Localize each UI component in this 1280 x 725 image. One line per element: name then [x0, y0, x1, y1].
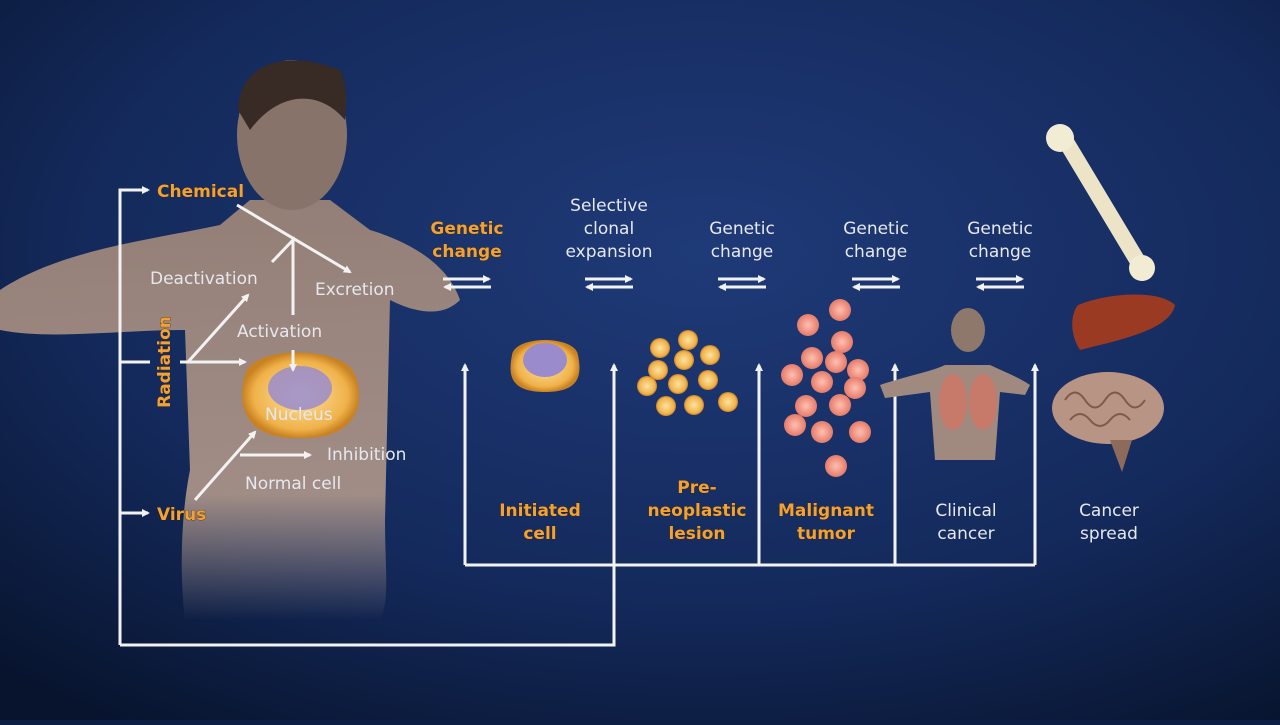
- stage-label-line: spread: [1080, 524, 1138, 544]
- transition-label-line: Genetic: [430, 219, 503, 239]
- stage-label-line: tumor: [797, 524, 856, 544]
- preneoplastic-cell: [668, 374, 688, 394]
- tumor-cell: [825, 455, 847, 477]
- reversible-arrow-icon: [585, 275, 633, 291]
- malignant-tumor-cells-icon: [781, 299, 871, 477]
- preneoplastic-cell: [637, 376, 657, 396]
- tumor-cell: [784, 414, 806, 436]
- preneoplastic-cell: [700, 345, 720, 365]
- agent-virus: Virus: [157, 505, 206, 525]
- tumor-cell: [829, 299, 851, 321]
- preneoplastic-cell: [648, 360, 668, 380]
- reversible-arrow-icon: [852, 275, 900, 291]
- transition-label-line: Genetic: [709, 219, 775, 239]
- transition-label-line: change: [432, 242, 501, 262]
- reversible-arrow-icon: [718, 275, 766, 291]
- transition-1: Selective clonal expansion: [566, 196, 653, 291]
- agent-chemical: Chemical: [157, 182, 244, 202]
- tumor-cell: [849, 421, 871, 443]
- preneoplastic-cell: [718, 392, 738, 412]
- transition-label-line: Genetic: [843, 219, 909, 239]
- stage-label-line: Pre-: [677, 478, 716, 498]
- tumor-cell: [811, 371, 833, 393]
- liver-icon: [1072, 294, 1175, 350]
- bone-icon: [1046, 124, 1155, 281]
- stage-label-line: cell: [523, 524, 556, 544]
- tumor-cell: [795, 395, 817, 417]
- transition-2: Genetic change: [709, 219, 775, 291]
- transition-label-line: Selective: [570, 196, 648, 216]
- tumor-cell: [844, 377, 866, 399]
- reversible-arrow-icon: [443, 275, 491, 291]
- hair: [238, 60, 347, 130]
- normal-cell-icon: [242, 352, 360, 439]
- transition-label-line: change: [845, 242, 908, 262]
- label-excretion: Excretion: [315, 280, 395, 300]
- preneoplastic-cells-icon: [637, 330, 738, 416]
- clinical-cancer-figure-icon: [880, 308, 1030, 460]
- transition-label-line: clonal: [584, 219, 634, 239]
- tumor-cell: [825, 351, 847, 373]
- tumor-cell: [797, 314, 819, 336]
- preneoplastic-cell: [674, 350, 694, 370]
- tumor-cell: [781, 364, 803, 386]
- carcinogen-arrows: [118, 186, 618, 647]
- stage-label-line: Cancer: [1079, 501, 1139, 521]
- label-deactivation: Deactivation: [150, 269, 258, 289]
- preneoplastic-cell: [684, 395, 704, 415]
- stage-label-line: Malignant: [778, 501, 874, 521]
- human-figure: [0, 60, 460, 620]
- tumor-cell: [801, 347, 823, 369]
- transition-labels: Genetic change Selective clonal expansion Gen…: [430, 196, 1033, 291]
- initiated-cell-icon: [510, 340, 580, 392]
- stage-label-line: lesion: [668, 524, 725, 544]
- transition-4: Genetic change: [967, 219, 1033, 291]
- tumor-cell: [811, 421, 833, 443]
- transition-label-line: change: [969, 242, 1032, 262]
- tumor-cell: [847, 359, 869, 381]
- stage-labels: Initiated cell Pre-neoplastic lesion Maligna…: [499, 478, 1139, 545]
- transition-label-line: Genetic: [967, 219, 1033, 239]
- brain-icon: [1052, 372, 1164, 472]
- transition-label-line: expansion: [566, 242, 653, 262]
- reversible-arrow-icon: [976, 275, 1024, 291]
- label-inhibition: Inhibition: [327, 445, 406, 465]
- stage-label-line: neoplastic: [648, 501, 747, 521]
- stage-label-line: Clinical: [935, 501, 996, 521]
- stage-label-line: cancer: [937, 524, 994, 544]
- transition-0: Genetic change: [430, 219, 504, 291]
- stage-label-line: Initiated: [499, 501, 581, 521]
- tumor-cell: [829, 394, 851, 416]
- preneoplastic-cell: [678, 330, 698, 350]
- agent-radiation: Radiation: [155, 316, 175, 408]
- transition-label-line: change: [711, 242, 774, 262]
- tumor-cell: [831, 331, 853, 353]
- progression-bracket: [461, 363, 1039, 567]
- transition-3: Genetic change: [843, 219, 909, 291]
- preneoplastic-cell: [656, 396, 676, 416]
- label-activation: Activation: [237, 322, 322, 342]
- preneoplastic-cell: [650, 338, 670, 358]
- label-normal-cell: Normal cell: [245, 474, 341, 494]
- preneoplastic-cell: [698, 370, 718, 390]
- label-nucleus: Nucleus: [265, 405, 333, 425]
